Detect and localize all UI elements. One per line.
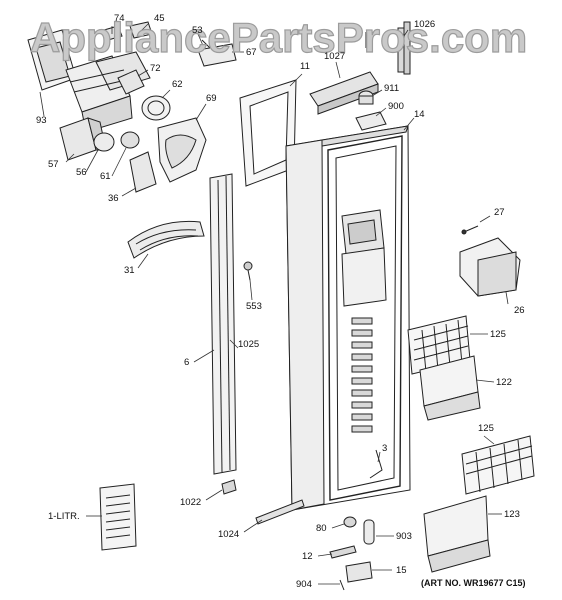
- part-56: [94, 133, 114, 151]
- bracket-67: [198, 44, 236, 66]
- callout-15: 15: [396, 565, 407, 576]
- literature-booklet: [100, 484, 136, 550]
- clip-1022: [222, 480, 236, 494]
- callout-123: 123: [504, 509, 520, 520]
- callout-80: 80: [316, 523, 327, 534]
- part-12: [330, 546, 356, 558]
- part-15: [346, 562, 372, 582]
- callout-69: 69: [206, 93, 217, 104]
- art-number: (ART NO. WR19677 C15): [421, 578, 526, 588]
- ice-maker-housing: [28, 30, 150, 132]
- fan-shroud-69: [158, 118, 206, 182]
- callout-26: 26: [514, 305, 525, 316]
- part-61: [121, 132, 139, 148]
- callout-553: 553: [246, 301, 262, 312]
- callout-125-upper: 125: [490, 329, 506, 340]
- callout-904: 904: [296, 579, 312, 590]
- callout-6: 6: [184, 357, 190, 368]
- bin-125-lower: [462, 436, 534, 494]
- bin-123: [424, 496, 490, 572]
- callout-1022: 1022: [180, 497, 202, 508]
- callout-122: 122: [496, 377, 512, 388]
- trim-strip-1025: [210, 174, 236, 474]
- callout-93: 93: [36, 115, 47, 126]
- bin-122: [420, 356, 480, 420]
- callout-45: 45: [154, 13, 165, 24]
- callout-12: 12: [302, 551, 313, 562]
- rail-1024: [256, 500, 304, 524]
- part-903: [364, 520, 374, 544]
- part-74: [104, 26, 122, 40]
- callout-14: 14: [414, 109, 425, 120]
- part-36: [130, 152, 156, 192]
- callout-62: 62: [172, 79, 183, 90]
- freezer-door-14: [286, 126, 410, 510]
- watermark-logo: AppliancePartsPros.com: [29, 13, 528, 61]
- callout-31: 31: [124, 265, 135, 276]
- ring-62: [142, 96, 170, 120]
- shelf-31: [128, 221, 204, 258]
- callout-72: 72: [150, 63, 161, 74]
- bin-125-upper: [408, 316, 470, 374]
- callout-36: 36: [108, 193, 119, 204]
- callout-53: 53: [192, 25, 203, 36]
- callout-11: 11: [300, 61, 310, 72]
- callout-911: 911: [384, 83, 400, 94]
- callout-1026: 1026: [414, 19, 436, 30]
- part-72: [118, 70, 144, 94]
- callout-67: 67: [246, 47, 257, 58]
- callout-3: 3: [382, 443, 388, 454]
- part-80: [344, 517, 356, 527]
- callout-1024: 1024: [218, 529, 240, 540]
- callout-27: 27: [494, 207, 505, 218]
- screw-553: [244, 262, 252, 270]
- callout-125-lower: 125: [478, 423, 494, 434]
- callout-1027: 1027: [324, 51, 346, 62]
- callout-900: 900: [388, 101, 404, 112]
- callout-61: 61: [100, 171, 111, 182]
- cover-26: [460, 238, 520, 296]
- callout-74: 74: [114, 13, 125, 24]
- callout-1-litr: 1-LITR.: [48, 511, 80, 522]
- callout-57: 57: [48, 159, 59, 170]
- callout-56: 56: [76, 167, 87, 178]
- callout-1025: 1025: [238, 339, 260, 350]
- callout-903: 903: [396, 531, 412, 542]
